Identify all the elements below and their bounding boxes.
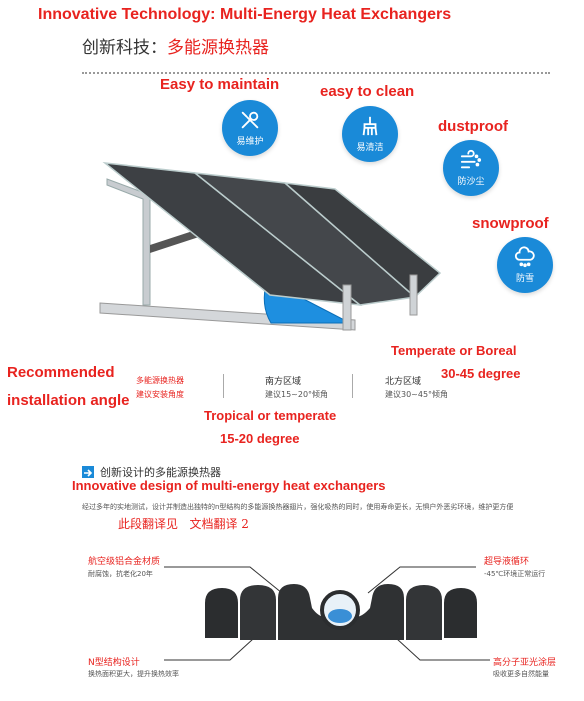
feature-snowproof-cn: 防雪 [515,274,534,284]
divider-1 [223,374,224,398]
page-title-en: Innovative Technology: Multi-Energy Heat… [38,6,452,23]
north-region-sub: 建议30~45°倾角 [385,390,449,399]
feature-label-clean: easy to clean [320,83,415,100]
front-leg-1 [342,284,352,331]
arrow-right-icon [82,466,94,478]
feature-maintain: 易维护 [222,100,278,156]
product-name-cn: 多能源换热器 [136,376,184,385]
callout-fluid-sub: -45℃环境正常运行 [484,570,546,578]
translation-note: 此段翻译见 文档翻译 2 [118,517,249,531]
callout-coating-sub: 吸收更多自然能量 [493,670,549,678]
design-title-cn: 创新设计的多能源换热器 [100,466,221,479]
south-region-sub: 建议15~20°倾角 [265,390,329,399]
feature-clean-cn: 易清洁 [356,143,384,153]
product-angle-cn: 建议安装角度 [136,390,184,399]
solar-panel-illustration [99,161,442,331]
tropical-label-2: 15-20 degree [220,431,300,446]
divider-2 [352,374,353,398]
feature-dustproof: 防沙尘 [443,140,499,196]
callout-line-1 [164,566,283,594]
cross-brace [150,227,205,253]
fin-1 [205,588,238,638]
recommended-label-2: installation angle [7,392,130,409]
feature-clean: 易清洁 [342,106,398,162]
wind-dust-icon [460,149,482,169]
fin-5 [444,588,477,638]
design-description: 经过多年的实地测试，设计并制造出独特的n型结构的多能源换热器翅片，强化吸热的同时… [82,503,514,511]
callout-nstructure-title: N型结构设计 [88,658,140,668]
front-leg-2 [409,274,418,316]
fin-4 [406,585,442,640]
title-cn-highlight: 多能源换热器 [167,38,269,58]
heat-exchanger-illustration [164,566,490,661]
frame-back-leg [106,178,151,306]
feature-maintain-cn: 易维护 [236,137,264,147]
design-title-en: Innovative design of multi-energy heat e… [72,478,386,493]
boreal-label-1: Temperate or Boreal [391,343,517,358]
snow-cloud-icon [514,246,535,268]
north-region-title: 北方区域 [385,377,422,387]
callout-fluid-title: 超导液循环 [484,557,530,567]
broom-icon [362,116,378,136]
page-title-cn: 创新科技：多能源换热器 [82,33,269,58]
feature-snowproof: 防雪 [497,237,553,293]
boreal-label-2: 30-45 degree [441,366,521,381]
feature-label-maintain: Easy to maintain [160,76,280,93]
south-region-title: 南方区域 [265,377,302,387]
wrench-screwdriver-icon [241,111,259,129]
callout-line-2 [367,566,476,594]
tube-liquid [328,609,352,623]
title-cn-prefix: 创新科技： [82,38,167,58]
recommended-label-1: Recommended [7,364,115,381]
feature-label-dustproof: dustproof [438,118,508,135]
callout-aluminum-title: 航空级铝合金材质 [88,557,161,567]
callout-nstructure-sub: 换热面积更大，提升换热效率 [88,670,179,678]
tropical-label-1: Tropical or temperate [204,408,337,423]
fin-2 [240,585,276,640]
feature-dustproof-cn: 防沙尘 [457,177,485,187]
callout-coating-title: 高分子亚光涂层 [493,658,557,668]
callout-aluminum-sub: 耐腐蚀，抗老化20年 [88,570,153,578]
panel-3 [282,181,442,299]
header-divider [82,72,550,74]
feature-label-snowproof: snowproof [472,215,549,232]
